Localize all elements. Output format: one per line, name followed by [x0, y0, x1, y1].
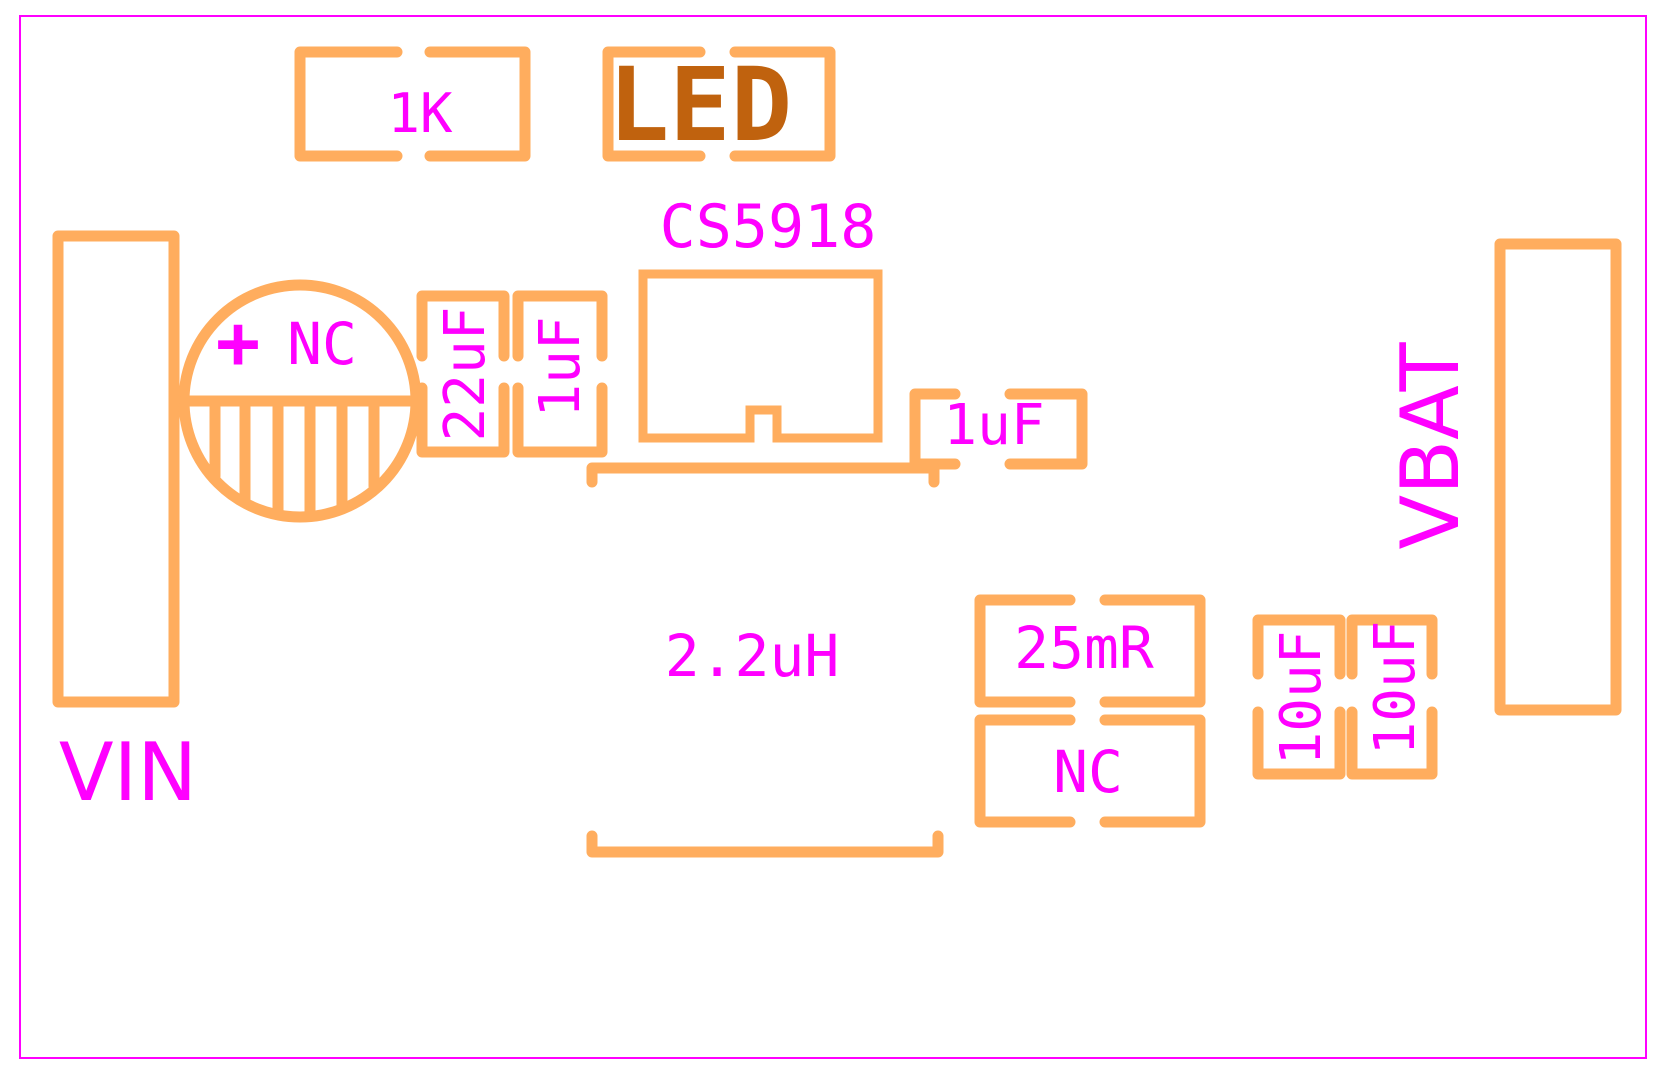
cap-1uf-left-label: 1uF	[528, 316, 593, 417]
resistor-nc-label: NC	[1053, 738, 1123, 806]
cap-10uf-b-label: 10uF	[1363, 621, 1428, 756]
polarity-plus-mark: +	[216, 300, 261, 386]
cap-1uf-left-footprint	[512, 290, 608, 458]
cap-10uf-a-footprint	[1252, 614, 1346, 780]
vin-connector	[52, 230, 180, 708]
cap-1uf-right-label: 1uF	[943, 393, 1044, 458]
cap-22uf-footprint	[416, 290, 510, 458]
resistor-nc-footprint	[974, 714, 1206, 828]
sense-resistor-label: 25mR	[1014, 614, 1154, 682]
led-footprint	[602, 46, 836, 162]
ic-body-outline	[638, 269, 883, 443]
sense-resistor-footprint	[974, 594, 1206, 708]
inductor-label: 2.2uH	[665, 622, 840, 690]
board-outline	[19, 15, 1647, 1059]
cap-10uf-b-footprint	[1346, 614, 1438, 780]
led-label: LED	[608, 46, 792, 165]
vbat-label: VBAT	[1384, 341, 1477, 549]
vbat-connector	[1494, 238, 1622, 716]
electrolytic-cap-footprint	[178, 279, 422, 523]
cap-22uf-label: 22uF	[433, 307, 498, 442]
resistor-1k-footprint	[294, 46, 531, 162]
inductor-footprint	[586, 462, 944, 858]
resistor-1k-label: 1K	[387, 82, 453, 145]
cap-10uf-a-label: 10uF	[1269, 631, 1334, 766]
ic-label: CS5918	[660, 192, 877, 262]
electrolytic-cap-label: NC	[287, 310, 357, 378]
vin-label: VIN	[59, 726, 197, 819]
